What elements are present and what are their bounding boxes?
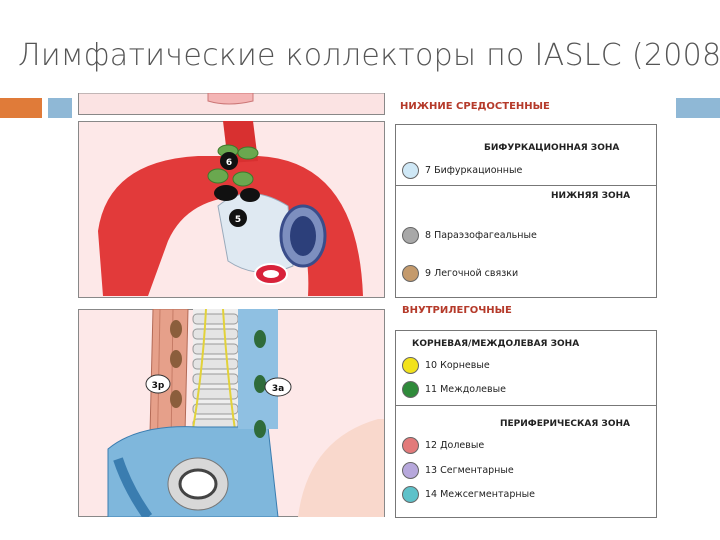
legend-swatch <box>402 381 419 398</box>
legend-item-13: 13 Сегментарные <box>402 462 514 479</box>
legend-item-12: 12 Долевые <box>402 437 484 454</box>
accent-bar-blue-right <box>676 98 720 118</box>
zone-title-hilar: КОРНЕВАЯ/МЕЖДОЛЕВАЯ ЗОНА <box>412 339 580 349</box>
legend-label: 9 Легочной связки <box>425 268 519 279</box>
legend-item-9: 9 Легочной связки <box>402 265 518 282</box>
legend-label: 11 Междолевые <box>425 384 506 395</box>
legend-label: 13 Сегментарные <box>425 465 514 476</box>
top-illustration-strip <box>78 93 385 115</box>
node-5-marker <box>229 209 247 227</box>
legend-item-10: 10 Корневые <box>402 357 490 374</box>
node-3a-label: 3a <box>272 384 284 394</box>
legend-swatch <box>402 462 419 479</box>
trachea-illustration: 3p 3a <box>78 309 385 517</box>
zone-title-subcarinal: БИФУРКАЦИОННАЯ ЗОНА <box>484 143 620 153</box>
node-6-label: 6 <box>226 158 232 168</box>
accent-bar-blue-left <box>48 98 72 118</box>
legend-swatch <box>402 227 419 244</box>
legend-label: 12 Долевые <box>425 440 485 451</box>
legend-label: 8 Параэзофагеальные <box>425 230 537 241</box>
node-3p-label: 3p <box>152 381 165 391</box>
legend-swatch <box>402 265 419 282</box>
legend-swatch <box>402 486 419 503</box>
legend-label: 7 Бифуркационные <box>425 165 523 176</box>
node-6-marker <box>220 152 238 170</box>
legend-item-11: 11 Междолевые <box>402 381 506 398</box>
aortic-arch-illustration: 6 5 <box>78 121 385 298</box>
legend-box-mediastinal: БИФУРКАЦИОННАЯ ЗОНА 7 Бифуркационные НИЖ… <box>395 124 657 298</box>
legend-label: 14 Межсегментарные <box>425 489 535 500</box>
section-lower-mediastinal: НИЖНИЕ СРЕДОСТЕННЫЕ <box>400 101 550 112</box>
node-5-label: 5 <box>235 215 241 225</box>
legend-item-14: 14 Межсегментарные <box>402 486 535 503</box>
legend-label: 10 Корневые <box>425 360 490 371</box>
zone-title-peripheral: ПЕРИФЕРИЧЕСКАЯ ЗОНА <box>500 419 630 429</box>
legend-box-intrapulmonary: КОРНЕВАЯ/МЕЖДОЛЕВАЯ ЗОНА 10 Корневые 11 … <box>395 330 657 518</box>
legend-swatch <box>402 162 419 179</box>
legend-swatch <box>402 437 419 454</box>
slide-title: Лимфатические коллекторы по IASLC (2008) <box>18 38 720 73</box>
section-intrapulmonary: ВНУТРИЛЕГОЧНЫЕ <box>402 305 512 316</box>
legend-swatch <box>402 357 419 374</box>
zone-title-lower: НИЖНЯЯ ЗОНА <box>551 191 631 201</box>
accent-bar-orange <box>0 98 42 118</box>
legend-item-8: 8 Параэзофагеальные <box>402 227 537 244</box>
legend-item-7: 7 Бифуркационные <box>402 162 522 179</box>
